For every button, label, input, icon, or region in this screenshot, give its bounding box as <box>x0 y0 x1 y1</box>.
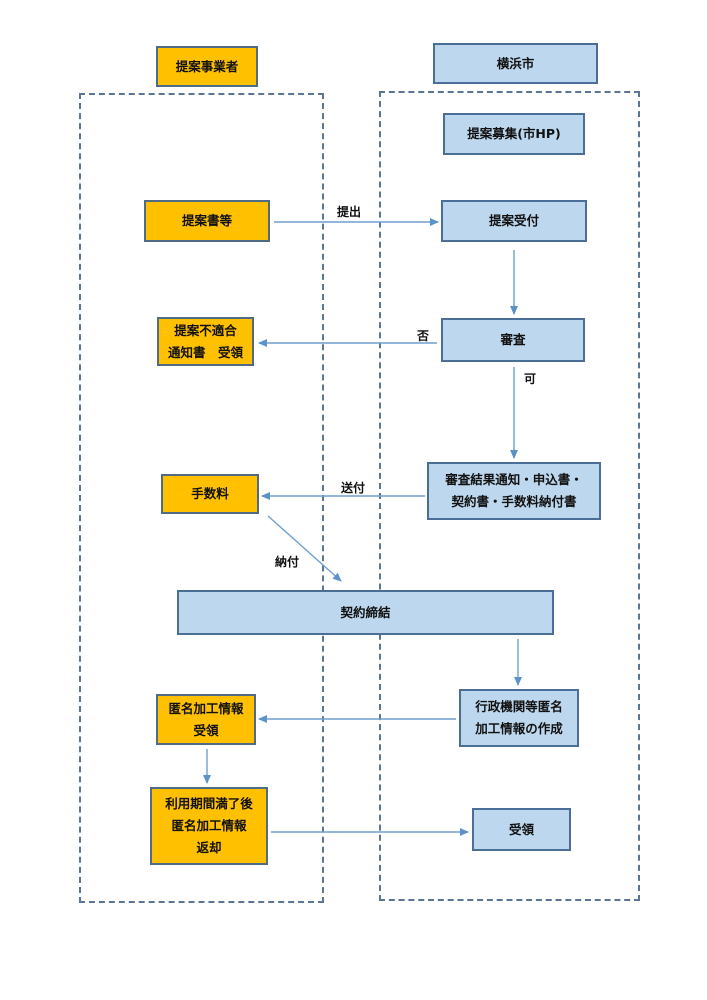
create-anonymized-info-node: 行政機関等匿名 加工情報の作成 <box>459 689 579 747</box>
submit-label: 提出 <box>337 205 362 219</box>
pay-label: 納付 <box>275 555 300 569</box>
receive-anonymized-info-node: 匿名加工情報 受領 <box>156 694 256 745</box>
applicant-lane <box>79 93 324 903</box>
result-notice-node: 審査結果通知・申込書・ 契約書・手数料納付書 <box>427 462 601 520</box>
receive-return-node: 受領 <box>472 808 571 851</box>
send-label: 送付 <box>341 481 366 495</box>
arrow-pay <box>267 515 342 582</box>
accept-label: 可 <box>524 372 537 386</box>
reject-label: 否 <box>417 329 430 343</box>
fee-node: 手数料 <box>161 474 259 514</box>
proposal-docs-node: 提案書等 <box>144 200 270 242</box>
contract-node: 契約締結 <box>177 590 554 635</box>
applicant-lane-header: 提案事業者 <box>156 46 258 87</box>
proposal-reception-node: 提案受付 <box>441 200 587 242</box>
review-node: 審査 <box>441 318 585 362</box>
city-lane-header: 横浜市 <box>433 43 598 84</box>
proposal-recruitment-node: 提案募集(市HP) <box>443 113 585 155</box>
return-anonymized-info-node: 利用期間満了後 匿名加工情報 返却 <box>150 787 268 865</box>
rejection-notice-node: 提案不適合 通知書 受領 <box>157 317 254 366</box>
